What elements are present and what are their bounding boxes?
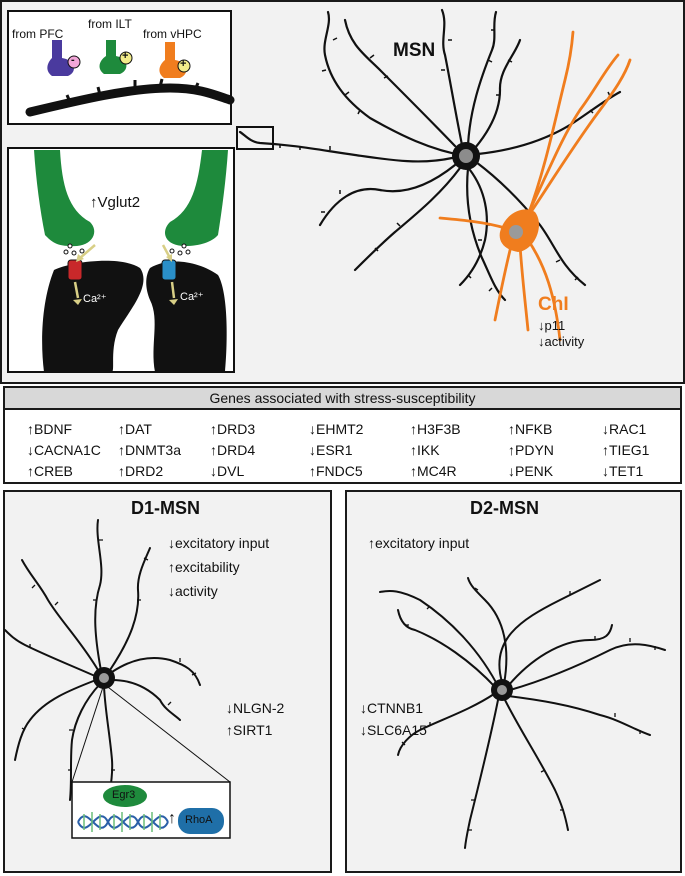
d2-gene-2: ↓SLC6A15 bbox=[360, 722, 427, 738]
gene-item: ↑MC4R bbox=[410, 463, 457, 479]
egr3-label: Egr3 bbox=[112, 789, 136, 801]
d2-gene-1: ↓CTNNB1 bbox=[360, 700, 424, 716]
d1-effect-1: ↓excitatory input bbox=[168, 535, 270, 551]
from-vhpc-label: from vHPC bbox=[143, 27, 202, 41]
inputs-inset-drawing bbox=[25, 40, 235, 117]
gene-item: ↓PENK bbox=[508, 463, 554, 479]
rhoa-arrow: ↑ bbox=[168, 810, 176, 827]
gene-item: ↑DRD3 bbox=[210, 421, 256, 437]
gene-item: ↑DNMT3a bbox=[118, 442, 182, 458]
chi-label: ChI bbox=[538, 294, 569, 315]
synapse-inset-drawing bbox=[34, 150, 228, 372]
d1-gene-1: ↓NLGN-2 bbox=[226, 700, 285, 716]
d1-effect-3: ↓activity bbox=[168, 583, 218, 599]
gene-item: ↑DRD4 bbox=[210, 442, 256, 458]
gene-item: ↑CREB bbox=[27, 463, 73, 479]
genes-title: Genes associated with stress-susceptibil… bbox=[209, 390, 476, 406]
gene-item: ↑FNDC5 bbox=[309, 463, 363, 479]
gene-item: ↑PDYN bbox=[508, 442, 554, 458]
vhpc-plus-badge: + bbox=[180, 58, 187, 70]
from-ilt-label: from ILT bbox=[88, 17, 132, 31]
ilt-plus-badge: + bbox=[122, 50, 129, 62]
d2-title: D2-MSN bbox=[470, 498, 540, 518]
d2-effect-1: ↑excitatory input bbox=[368, 535, 470, 551]
d1-title: D1-MSN bbox=[131, 498, 201, 518]
msn-neuron-drawing bbox=[238, 8, 622, 302]
chi-p11-label: ↓p11 bbox=[538, 318, 566, 333]
chi-neuron-drawing bbox=[438, 30, 632, 342]
pfc-minus-badge: - bbox=[71, 54, 75, 66]
gene-item: ↓RAC1 bbox=[602, 421, 647, 437]
gene-item: ↑NFKB bbox=[508, 421, 553, 437]
gene-item: ↑DRD2 bbox=[118, 463, 164, 479]
chi-activity-label: ↓activity bbox=[538, 334, 585, 349]
gene-item: ↑IKK bbox=[410, 442, 440, 458]
d1-gene-2: ↑SIRT1 bbox=[226, 722, 273, 738]
vglut2-label: ↑Vglut2 bbox=[90, 194, 141, 211]
gene-item: ↑TIEG1 bbox=[602, 442, 650, 458]
genes-title-bar: Genes associated with stress-susceptibil… bbox=[5, 388, 680, 410]
gene-item: ↓ESR1 bbox=[309, 442, 353, 458]
gene-item: ↑H3F3B bbox=[410, 421, 461, 437]
zoom-box bbox=[236, 126, 274, 150]
gene-item: ↓EHMT2 bbox=[309, 421, 364, 437]
gene-item: ↑DAT bbox=[118, 421, 152, 437]
gene-item: ↓TET1 bbox=[602, 463, 644, 479]
gene-item: ↓DVL bbox=[210, 463, 245, 479]
from-pfc-label: from PFC bbox=[12, 27, 64, 41]
d2-msn-panel bbox=[345, 490, 682, 873]
msn-label: MSN bbox=[393, 40, 436, 61]
gene-item: ↓CACNA1C bbox=[27, 442, 101, 458]
genes-panel: Genes associated with stress-susceptibil… bbox=[3, 386, 682, 484]
d1-effect-2: ↑excitability bbox=[168, 559, 240, 575]
ca-label-left: Ca²⁺ bbox=[83, 293, 107, 305]
gene-item: ↑BDNF bbox=[27, 421, 73, 437]
ca-label-right: Ca²⁺ bbox=[180, 291, 204, 303]
rhoa-label: RhoA bbox=[185, 814, 213, 826]
